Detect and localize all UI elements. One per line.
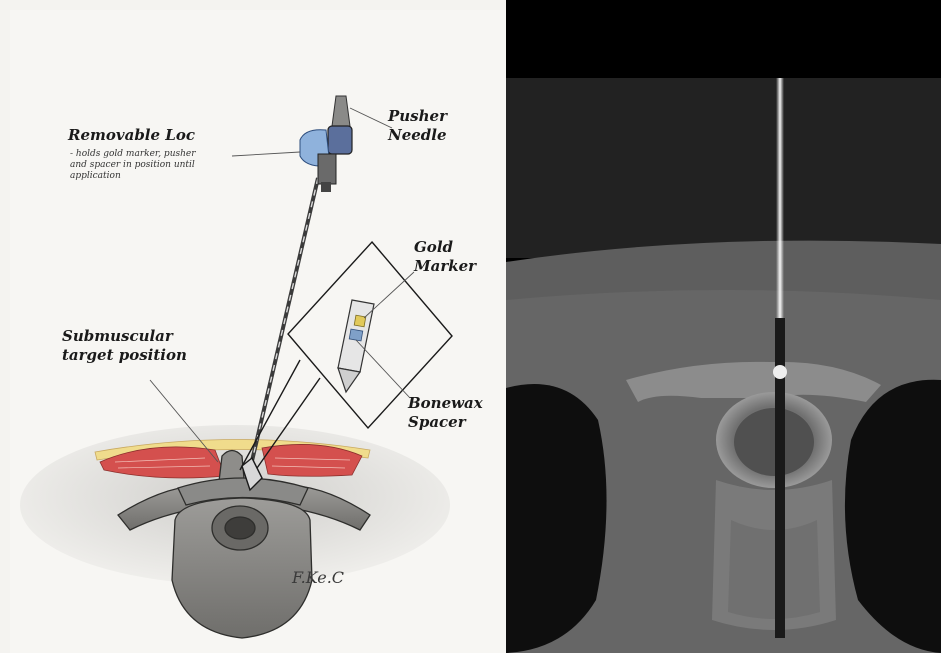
artist-signature: F.Ke.C [292,568,344,587]
gold-marker-label: Gold Marker [414,238,476,276]
ct-needle-artifact [776,78,784,318]
pusher-needle-label: Pusher Needle [388,107,447,145]
bonewax-spacer-label: Bonewax Spacer [408,394,483,432]
submuscular-target-label: Submuscular target position [62,327,187,365]
ct-scan-panel [506,0,941,653]
removable-loc-label: Removable Loc [68,126,195,145]
removable-loc-note: - holds gold marker, pusher and spacer i… [70,149,196,182]
ct-gold-marker [773,365,787,379]
illustration-panel: Removable Loc - holds gold marker, pushe… [0,0,506,653]
ct-air-region [506,78,941,258]
ct-scan-image [506,0,941,653]
